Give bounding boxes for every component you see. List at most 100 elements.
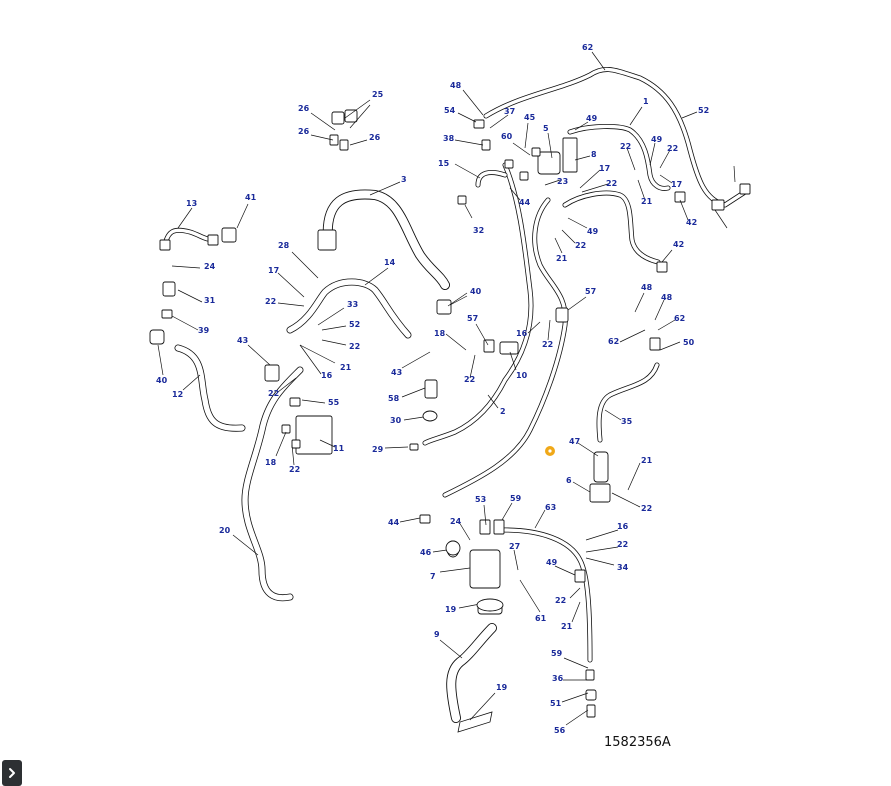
callout-22d[interactable]: 22 [575, 241, 586, 250]
callout-52[interactable]: 52 [698, 106, 709, 115]
callout-21b[interactable]: 21 [556, 254, 568, 263]
callout-19[interactable]: 19 [445, 605, 457, 614]
callout-28[interactable]: 28 [278, 241, 290, 250]
callout-7[interactable]: 7 [430, 572, 436, 581]
callout-57b[interactable]: 57 [467, 314, 478, 323]
callout-22l[interactable]: 22 [617, 540, 628, 549]
callout-43b[interactable]: 43 [391, 368, 402, 377]
callout-17b[interactable]: 17 [599, 164, 610, 173]
callout-9[interactable]: 9 [434, 630, 440, 639]
callout-49b[interactable]: 49 [651, 135, 663, 144]
callout-38[interactable]: 38 [443, 134, 455, 143]
callout-22b[interactable]: 22 [667, 144, 678, 153]
callout-20[interactable]: 20 [219, 526, 231, 535]
callout-35[interactable]: 35 [621, 417, 633, 426]
callout-14[interactable]: 14 [384, 258, 396, 267]
callout-40b[interactable]: 40 [156, 376, 168, 385]
callout-36[interactable]: 36 [552, 674, 564, 683]
callout-11[interactable]: 11 [333, 444, 345, 453]
callout-12[interactable]: 12 [172, 390, 183, 399]
callout-48[interactable]: 48 [450, 81, 462, 90]
callout-22h[interactable]: 22 [464, 375, 475, 384]
callout-18[interactable]: 18 [434, 329, 446, 338]
callout-22m[interactable]: 22 [555, 596, 566, 605]
callout-23[interactable]: 23 [557, 177, 568, 186]
callout-51[interactable]: 51 [550, 699, 562, 708]
callout-47[interactable]: 47 [569, 437, 580, 446]
callout-39[interactable]: 39 [198, 326, 210, 335]
callout-3[interactable]: 3 [401, 175, 407, 184]
callout-17c[interactable]: 17 [268, 266, 279, 275]
callout-16b[interactable]: 16 [321, 371, 333, 380]
callout-48c[interactable]: 48 [661, 293, 673, 302]
callout-22e[interactable]: 22 [265, 297, 276, 306]
highlight-marker[interactable] [545, 446, 555, 456]
callout-17[interactable]: 17 [671, 180, 682, 189]
callout-15[interactable]: 15 [438, 159, 450, 168]
callout-52b[interactable]: 52 [349, 320, 360, 329]
callout-33[interactable]: 33 [347, 300, 358, 309]
callout-55[interactable]: 55 [328, 398, 340, 407]
callout-21d[interactable]: 21 [641, 456, 653, 465]
callout-10[interactable]: 10 [516, 371, 528, 380]
callout-60[interactable]: 60 [501, 132, 513, 141]
callout-53[interactable]: 53 [475, 495, 486, 504]
callout-21e[interactable]: 21 [561, 622, 573, 631]
callout-31[interactable]: 31 [204, 296, 216, 305]
callout-2[interactable]: 2 [500, 407, 506, 416]
callout-42[interactable]: 42 [686, 218, 697, 227]
callout-24[interactable]: 24 [204, 262, 216, 271]
callout-22g[interactable]: 22 [542, 340, 553, 349]
callout-27[interactable]: 27 [509, 542, 520, 551]
callout-49c[interactable]: 49 [587, 227, 599, 236]
callout-43[interactable]: 43 [237, 336, 248, 345]
callout-59b[interactable]: 59 [551, 649, 563, 658]
callout-22k[interactable]: 22 [641, 504, 652, 513]
callout-49[interactable]: 49 [586, 114, 598, 123]
callout-50[interactable]: 50 [683, 338, 695, 347]
callout-46[interactable]: 46 [420, 548, 432, 557]
callout-54[interactable]: 54 [444, 106, 456, 115]
callout-42b[interactable]: 42 [673, 240, 684, 249]
callout-29[interactable]: 29 [372, 445, 384, 454]
callout-16c[interactable]: 16 [617, 522, 629, 531]
callout-25[interactable]: 25 [372, 90, 384, 99]
callout-22j[interactable]: 22 [289, 465, 300, 474]
callout-5[interactable]: 5 [543, 124, 549, 133]
callout-63[interactable]: 63 [545, 503, 556, 512]
callout-26c[interactable]: 26 [369, 133, 381, 142]
callout-49d[interactable]: 49 [546, 558, 558, 567]
callout-22i[interactable]: 22 [268, 389, 279, 398]
callout-62c[interactable]: 62 [608, 337, 619, 346]
callout-1[interactable]: 1 [643, 97, 649, 106]
callout-18b[interactable]: 18 [265, 458, 277, 467]
callout-26[interactable]: 26 [298, 104, 310, 113]
callout-62b[interactable]: 62 [674, 314, 685, 323]
callout-58[interactable]: 58 [388, 394, 400, 403]
callout-57[interactable]: 57 [585, 287, 596, 296]
callout-19b[interactable]: 19 [496, 683, 508, 692]
callout-22f[interactable]: 22 [349, 342, 360, 351]
callout-22c[interactable]: 22 [606, 179, 617, 188]
callout-24b[interactable]: 24 [450, 517, 462, 526]
callout-13[interactable]: 13 [186, 199, 197, 208]
callout-61[interactable]: 61 [535, 614, 547, 623]
callout-62[interactable]: 62 [582, 43, 593, 52]
callout-21c[interactable]: 21 [340, 363, 352, 372]
callout-30[interactable]: 30 [390, 416, 402, 425]
callout-26b[interactable]: 26 [298, 127, 310, 136]
callout-41[interactable]: 41 [245, 193, 257, 202]
callout-22[interactable]: 22 [620, 142, 631, 151]
expand-panel-button[interactable] [2, 760, 22, 786]
callout-37[interactable]: 37 [504, 107, 515, 116]
callout-32[interactable]: 32 [473, 226, 484, 235]
callout-6[interactable]: 6 [566, 476, 572, 485]
callout-48b[interactable]: 48 [641, 283, 653, 292]
callout-45[interactable]: 45 [524, 113, 536, 122]
callout-44b[interactable]: 44 [388, 518, 400, 527]
callout-59[interactable]: 59 [510, 494, 522, 503]
callout-8[interactable]: 8 [591, 150, 597, 159]
callout-21[interactable]: 21 [641, 197, 653, 206]
callout-56[interactable]: 56 [554, 726, 566, 735]
callout-40[interactable]: 40 [470, 287, 482, 296]
